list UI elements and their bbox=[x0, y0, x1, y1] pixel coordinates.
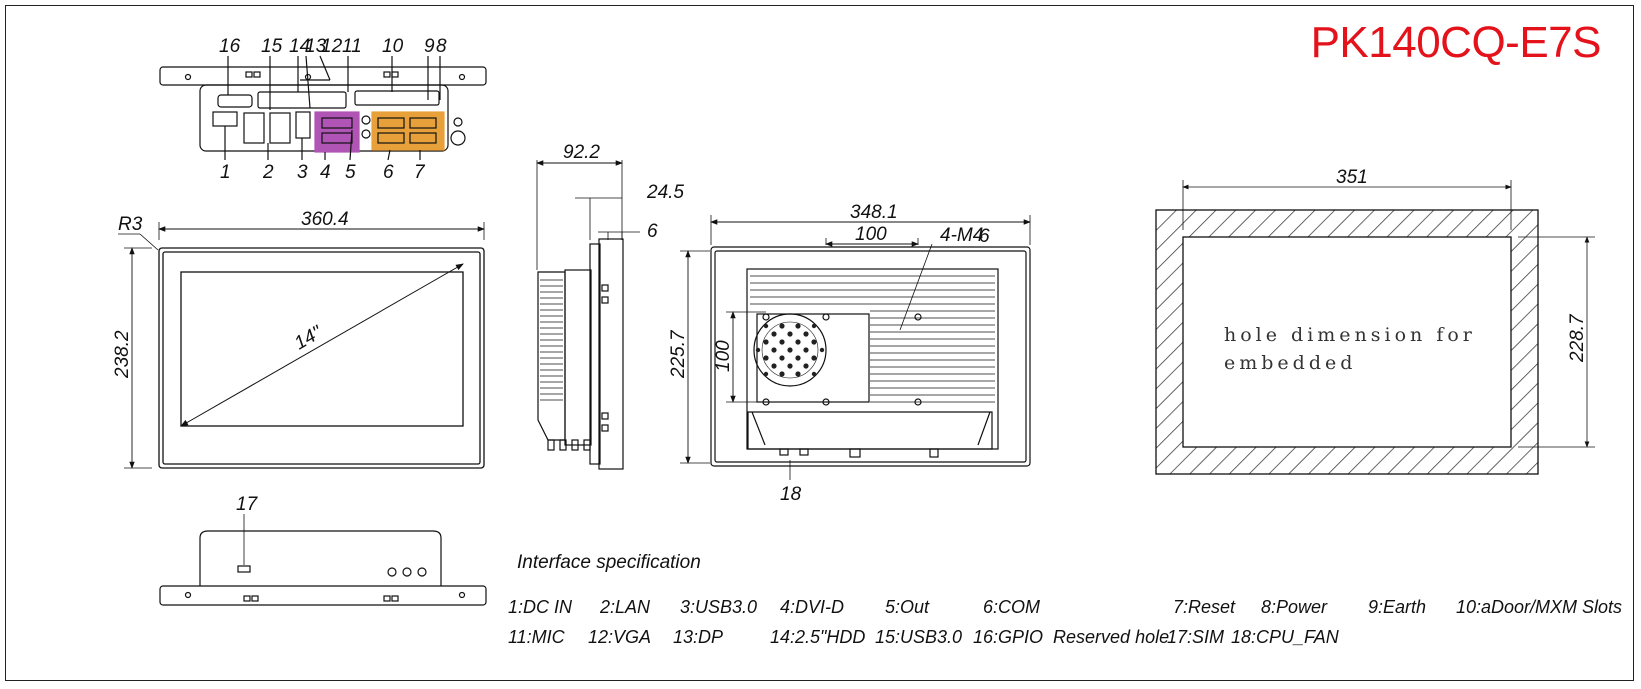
dim-24-5-label: 24.5 bbox=[646, 182, 684, 203]
spec-item: 16:GPIO Reserved hole bbox=[973, 627, 1170, 647]
spec-item: 11:MIC bbox=[508, 627, 565, 647]
callout-16: 16 bbox=[219, 36, 241, 57]
dim-6-label: 6 bbox=[647, 221, 658, 242]
callout-7: 7 bbox=[414, 162, 426, 183]
spec-item: 10:aDoor/MXM Slots bbox=[1456, 597, 1623, 617]
radius-label: R3 bbox=[118, 214, 143, 235]
callout-11: 11 bbox=[342, 36, 362, 57]
spec-item: 1:DC IN bbox=[508, 597, 573, 617]
cutout-note-line1: hole dimension for bbox=[1224, 324, 1476, 346]
spec-item: 7:Reset bbox=[1173, 597, 1236, 617]
callout-9: 9 bbox=[424, 36, 435, 57]
spec-item: 17:SIM bbox=[1167, 627, 1225, 647]
top-view bbox=[159, 55, 487, 161]
spec-item: 3:USB3.0 bbox=[680, 597, 758, 617]
top-view-labels: 16 15 14 13 12 11 10 9 8 1 2 3 4 5 6 7 bbox=[219, 36, 447, 183]
drawing-frame bbox=[5, 5, 1634, 681]
screw-label: 4-M4 bbox=[940, 225, 983, 246]
callout-8: 8 bbox=[436, 36, 447, 57]
cutout-view bbox=[1155, 180, 1595, 475]
callout-14: 14 bbox=[289, 36, 310, 57]
callout-3: 3 bbox=[297, 162, 308, 183]
spec-title: Interface specification bbox=[517, 552, 701, 573]
cutout-height-label: 228.7 bbox=[1567, 313, 1588, 363]
bottom-view bbox=[159, 514, 487, 606]
front-view bbox=[118, 222, 485, 469]
cutout-width-label: 351 bbox=[1336, 167, 1368, 188]
spec-item: 9:Earth bbox=[1368, 597, 1427, 617]
callout-4: 4 bbox=[320, 162, 331, 183]
callout-17: 17 bbox=[236, 494, 259, 515]
spec-item: 8:Power bbox=[1261, 597, 1328, 617]
spec-item: 6:COM bbox=[983, 597, 1041, 617]
callout-2: 2 bbox=[262, 162, 274, 183]
spec-item: 18:CPU_FAN bbox=[1231, 627, 1339, 647]
callout-1: 1 bbox=[220, 162, 231, 183]
callout-12: 12 bbox=[321, 36, 343, 57]
width-348-label: 348.1 bbox=[850, 202, 898, 223]
callout-5: 5 bbox=[345, 162, 356, 183]
spec-item: 2:LAN bbox=[600, 597, 651, 617]
vesa-v-label: 100 bbox=[713, 340, 734, 372]
vesa-h-label: 100 bbox=[855, 224, 887, 245]
callout-10: 10 bbox=[382, 36, 404, 57]
callout-15: 15 bbox=[261, 36, 283, 57]
callout-18: 18 bbox=[780, 484, 802, 505]
diagonal-label: 14" bbox=[291, 322, 327, 355]
spec-item: 4:DVI-D bbox=[780, 597, 845, 617]
callout-6: 6 bbox=[383, 162, 394, 183]
spec-item: 12:VGA bbox=[588, 627, 652, 647]
height-238-label: 238.2 bbox=[112, 330, 133, 379]
height-225-label: 225.7 bbox=[668, 329, 689, 379]
spec-item: 13:DP bbox=[673, 627, 724, 647]
cutout-note-line2: embedded bbox=[1224, 352, 1356, 374]
spec-item: 15:USB3.0 bbox=[875, 627, 963, 647]
spec-item: 5:Out bbox=[885, 597, 930, 617]
callout-13: 13 bbox=[305, 36, 327, 57]
fan-grille bbox=[755, 323, 825, 377]
spec-item: 14:2.5"HDD bbox=[770, 627, 866, 647]
width-360-label: 360.4 bbox=[301, 209, 349, 230]
screw-depth-label: 6 bbox=[979, 226, 990, 247]
depth-label: 92.2 bbox=[563, 142, 600, 163]
side-view bbox=[536, 160, 640, 470]
model-title: PK140CQ-E7S bbox=[1310, 18, 1602, 67]
